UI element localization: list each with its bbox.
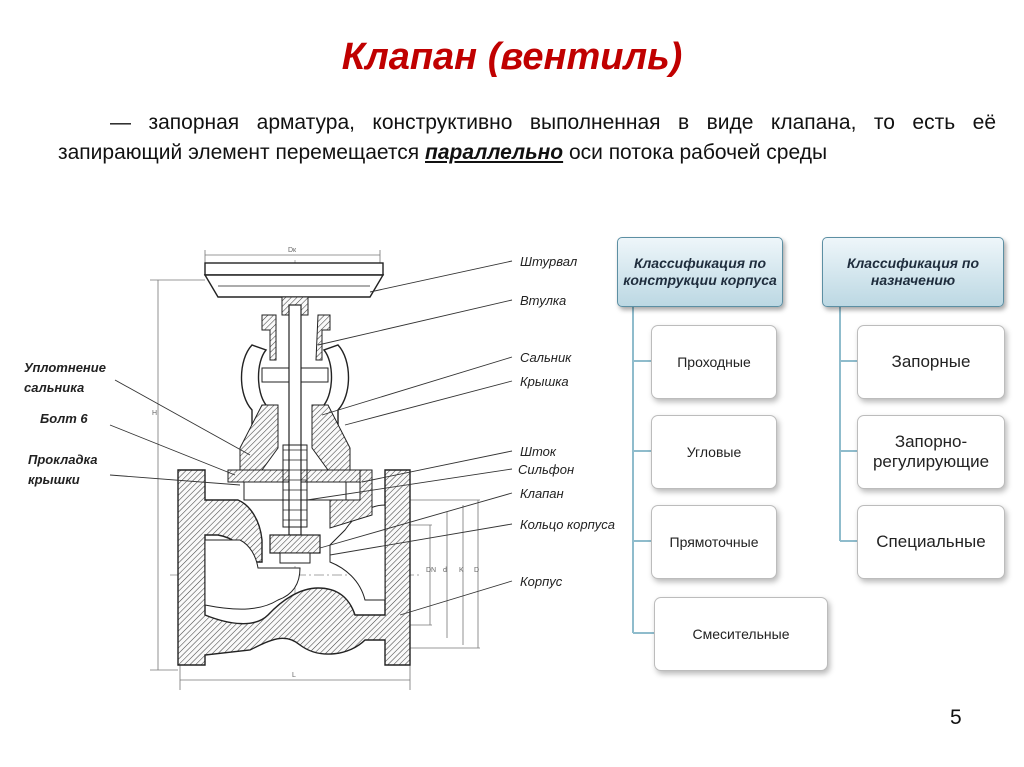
dim-d-large: D [474,567,479,574]
label-stuffing-box: Сальник [520,350,572,365]
definition-emphasis: параллельно [425,141,564,164]
label-seal-line2: сальника [24,380,84,395]
label-seal-line1: Уплотнение [24,360,106,375]
heading-design-classification: Классификация по конструкции корпуса [617,237,783,307]
item-shutoff-control: Запорно-регулирующие [857,415,1005,489]
dim-h: H [152,410,157,417]
slide-title: Клапан (вентиль) [341,36,683,78]
valve-drawing: Dк H L DN d K D [24,247,615,690]
leader-lines [109,260,513,616]
dim-k: K [459,567,464,574]
item-angle: Угловые [651,415,777,489]
label-body: Корпус [520,574,563,589]
item-straight-through: Проходные [651,325,777,399]
dim-l: L [292,672,296,679]
page-number: 5 [950,706,962,729]
label-bushing: Втулка [520,293,566,308]
dimension-lines [150,250,480,690]
label-body-ring: Кольцо корпуса [520,517,615,532]
label-handwheel: Штурвал [520,254,578,269]
dim-dk: Dк [288,247,297,254]
item-mixing: Смесительные [654,597,828,671]
valve-body [177,469,411,666]
stem [282,304,308,536]
definition-text: — запорная арматура, конструктивно выпол… [58,108,996,168]
item-mixing-label: Смесительные [692,626,790,642]
label-gasket-line2: крышки [28,472,80,487]
heading-purpose-text: Классификация по назначению [846,255,980,288]
item-direct-flow-label: Прямоточные [669,534,759,550]
label-cover: Крышка [520,374,569,389]
item-angle-label: Угловые [686,444,742,460]
valve-diagram: Dк H L DN d K D [0,225,615,710]
item-special-label: Специальные [876,532,986,551]
label-bellows: Сильфон [518,462,574,477]
dim-dn: DN [426,567,436,574]
item-shutoff-label: Запорные [891,352,971,371]
item-shutoff-control-label: Запорно-регулирующие [872,432,990,471]
heading-design-text: Классификация по конструкции корпуса [623,255,777,288]
label-stem: Шток [520,444,557,459]
label-gasket-line1: Прокладка [28,452,97,467]
definition-part1: — запорная арматура, конструктивно выпол… [58,111,996,164]
definition-part2: оси потока рабочей среды [563,141,828,164]
item-shutoff: Запорные [857,325,1005,399]
item-direct-flow: Прямоточные [651,505,777,579]
valve-disc [269,534,321,564]
item-straight-through-label: Проходные [677,354,751,370]
item-special: Специальные [857,505,1005,579]
label-bolt: Болт 6 [40,411,88,426]
label-valve-disc: Клапан [520,486,564,501]
dim-d-small: d [443,567,447,574]
heading-purpose-classification: Классификация по назначению [822,237,1004,307]
